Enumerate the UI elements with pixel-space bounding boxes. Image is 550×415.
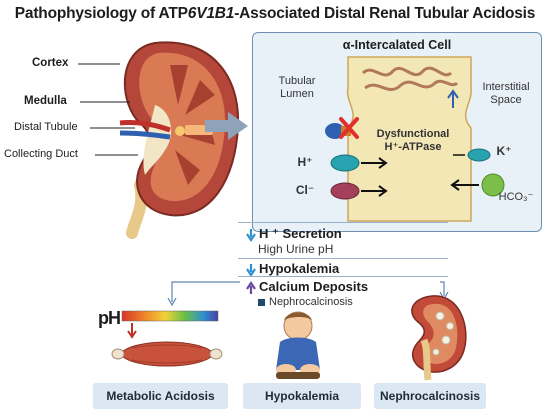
- arrow-left-icon: [450, 179, 479, 191]
- stone: [441, 335, 451, 345]
- kidney-stones-icon: [411, 295, 467, 381]
- arrow-right-icon: [361, 157, 388, 169]
- h-ion-label: H⁺: [297, 155, 313, 169]
- cl-ion-label: Cl⁻: [295, 183, 315, 197]
- square-bullet-icon: [258, 298, 265, 306]
- kidney-inner: [423, 303, 458, 364]
- renal-pelvis: [143, 105, 172, 175]
- k-ion-label: K⁺: [496, 144, 512, 158]
- child-shirt: [276, 337, 320, 370]
- stone: [432, 348, 440, 356]
- cell-body: [346, 56, 472, 222]
- child-hair: [284, 312, 312, 320]
- bottom-label-nephrocalcinosis: Nephrocalcinosis: [374, 383, 486, 409]
- hypokalemia-row: Hypokalemia: [246, 261, 340, 277]
- vein: [119, 130, 171, 140]
- stone: [446, 322, 454, 330]
- connector-arrow-icon: [167, 297, 177, 307]
- pump-icon: [325, 123, 345, 139]
- connector-line: [440, 281, 445, 296]
- up-arrow-icon: [246, 280, 256, 294]
- artery: [119, 120, 171, 133]
- organelle-shape: [361, 66, 459, 92]
- child-icon: [276, 311, 320, 379]
- high-urine-ph-label: High Urine pH: [258, 242, 334, 256]
- arrow-right-icon: [361, 185, 388, 197]
- nephron-highlight: [175, 126, 185, 136]
- k-transporter-icon: [467, 148, 491, 162]
- muscle-belly: [119, 341, 215, 367]
- hco3-ion-label: HCO₃⁻: [498, 191, 534, 203]
- panel-arrow-icon: [205, 112, 248, 140]
- cross-icon: [339, 117, 359, 139]
- interstitial-space-label: Interstitial Space: [482, 81, 530, 106]
- label-cortex: Cortex: [32, 57, 69, 69]
- ph-gradient-bar: [121, 310, 219, 322]
- pyramid: [175, 150, 200, 185]
- ureter-shape: [420, 338, 432, 381]
- cell-title: α-Intercalated Cell: [342, 38, 452, 52]
- bottom-label-metabolic-acidosis: Metabolic Acidosis: [93, 383, 228, 409]
- dysfunctional-label: Dysfunctional: [376, 128, 450, 140]
- separator: [238, 276, 448, 277]
- title-prefix: Pathophysiology of ATP: [14, 5, 188, 22]
- cl-transporter-icon: [330, 182, 360, 200]
- cell-diagram: [325, 56, 505, 222]
- connector-line: [171, 281, 240, 302]
- label-distal-tubule: Distal Tubule: [14, 121, 78, 133]
- tubular-lumen-label: Tubular Lumen: [278, 75, 316, 100]
- muscle-fibers: [131, 344, 203, 364]
- calcium-deposits-label: Calcium Deposits: [259, 279, 369, 294]
- up-arrow-icon: [447, 89, 459, 108]
- stone: [435, 311, 445, 321]
- bottom-label-hypokalemia: Hypokalemia: [243, 383, 361, 409]
- pyramid: [185, 80, 215, 115]
- down-arrow-icon: [246, 228, 256, 242]
- label-collecting-duct: Collecting Duct: [4, 148, 78, 160]
- nephrocalcinosis-small-label: Nephrocalcinosis: [269, 296, 353, 308]
- down-arrow-icon: [246, 263, 256, 277]
- cell-panel: α-Intercalated Cell Tubular Lumen Inters…: [252, 32, 542, 232]
- pyramid: [170, 65, 188, 105]
- h-secretion-row: H ⁺ Secretion: [246, 226, 342, 242]
- tendon: [111, 348, 125, 360]
- h-secretion-label: H ⁺ Secretion: [259, 226, 342, 241]
- tendon: [209, 348, 223, 360]
- label-medulla: Medulla: [24, 95, 67, 107]
- title-suffix: -Associated Distal Renal Tubular Acidosi…: [234, 5, 536, 22]
- separator: [238, 258, 448, 259]
- kidney-illustration: [119, 41, 240, 239]
- nephrocalcinosis-small-row: Nephrocalcinosis: [258, 296, 353, 308]
- child-shoes: [276, 372, 320, 379]
- ph-down-arrow-icon: [127, 323, 137, 339]
- hco3-transporter-icon: [481, 173, 505, 197]
- ph-scale-icon: [121, 310, 219, 339]
- h-transporter-icon: [330, 154, 360, 172]
- separator: [238, 222, 448, 223]
- ph-label: pH: [98, 308, 121, 328]
- atpase-label: H⁺-ATPase: [384, 141, 442, 153]
- page-title: Pathophysiology of ATP6V1B1-Associated D…: [0, 5, 550, 23]
- muscle-icon: [111, 341, 223, 367]
- hypokalemia-label: Hypokalemia: [259, 261, 340, 276]
- title-gene: 6V1B1: [187, 5, 235, 22]
- calcium-deposits-row: Calcium Deposits: [246, 279, 368, 294]
